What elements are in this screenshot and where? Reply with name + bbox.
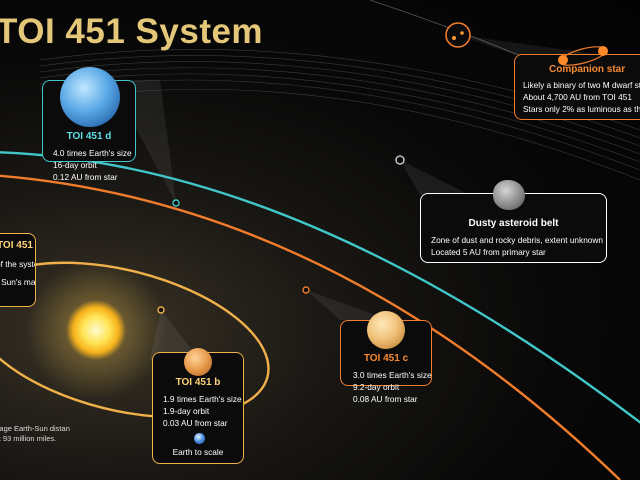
planet-d-icon [60, 67, 120, 127]
earth-scale-label: Earth to scale [172, 447, 224, 457]
card-toi451-c: TOI 451 c 3.0 times Earth's size 9.2-day… [340, 311, 432, 404]
primary-line-2: About 95% of Sun's mass [0, 277, 36, 287]
planet-b-icon [184, 348, 212, 376]
companion-binary-icon [558, 46, 608, 66]
orbit-toi451-b [0, 261, 270, 419]
planet-d-distance: 0.12 AU from star [53, 172, 118, 182]
card-companion-star: Companion star Likely a binary of two M … [514, 46, 640, 120]
orbit-marker-d [172, 199, 180, 207]
belt-marker [395, 155, 405, 165]
planet-b-distance: 0.03 AU from star [163, 418, 228, 428]
companion-line-3: Stars only 2% as luminous as the Sun [523, 104, 640, 114]
au-footnote: 1 AU = average Earth-Sun distance, about… [0, 424, 70, 444]
earth-icon [194, 433, 205, 444]
belt-name: Dusty asteroid belt [468, 218, 559, 229]
companion-line-2: About 4,700 AU from TOI 451 [523, 92, 633, 102]
orbit-toi451-c [0, 174, 621, 480]
planet-d-name: TOI 451 d [66, 131, 112, 142]
companion-name: Companion star [549, 64, 626, 75]
planet-d-size: 4.0 times Earth's size [53, 148, 132, 158]
planet-c-name: TOI 451 c [363, 353, 409, 364]
planet-d-orbit: 16-day orbit [53, 160, 97, 170]
card-toi451-d: TOI 451 d 4.0 times Earth's size 16-day … [42, 67, 136, 182]
planet-b-size: 1.9 times Earth's size [163, 394, 242, 404]
belt-line-2: Located 5 AU from primary star [431, 247, 546, 257]
card-toi451-b: TOI 451 b 1.9 times Earth's size 1.9-day… [152, 348, 244, 464]
belt-line-1: Zone of dust and rocky debris, extent un… [431, 235, 604, 245]
planet-c-distance: 0.08 AU from star [353, 394, 418, 404]
card-primary-star: TOI 451 Primary star of the system About… [0, 233, 36, 307]
planet-b-name: TOI 451 b [175, 377, 221, 388]
companion-marker [445, 22, 471, 48]
companion-star-dot-b [460, 31, 464, 35]
planet-c-orbit: 9.2-day orbit [353, 382, 400, 392]
star-toi451 [66, 300, 126, 360]
au-note-line-2: about 93 million miles. [0, 434, 57, 443]
companion-star-dot-a [452, 36, 456, 40]
planet-c-icon [367, 311, 405, 349]
planet-c-size: 3.0 times Earth's size [353, 370, 432, 380]
card-asteroid-belt: Dusty asteroid belt Zone of dust and roc… [420, 180, 607, 263]
page-title: TOI 451 System [0, 12, 264, 51]
companion-line-1: Likely a binary of two M dwarf stars [523, 80, 640, 90]
au-note-line-1: 1 AU = average Earth-Sun distance, [0, 424, 70, 433]
asteroid-icon [493, 180, 525, 210]
orbit-marker-c [302, 286, 310, 294]
primary-name: TOI 451 [0, 240, 33, 251]
primary-line-1: Primary star of the system [0, 259, 35, 269]
planet-b-orbit: 1.9-day orbit [163, 406, 210, 416]
